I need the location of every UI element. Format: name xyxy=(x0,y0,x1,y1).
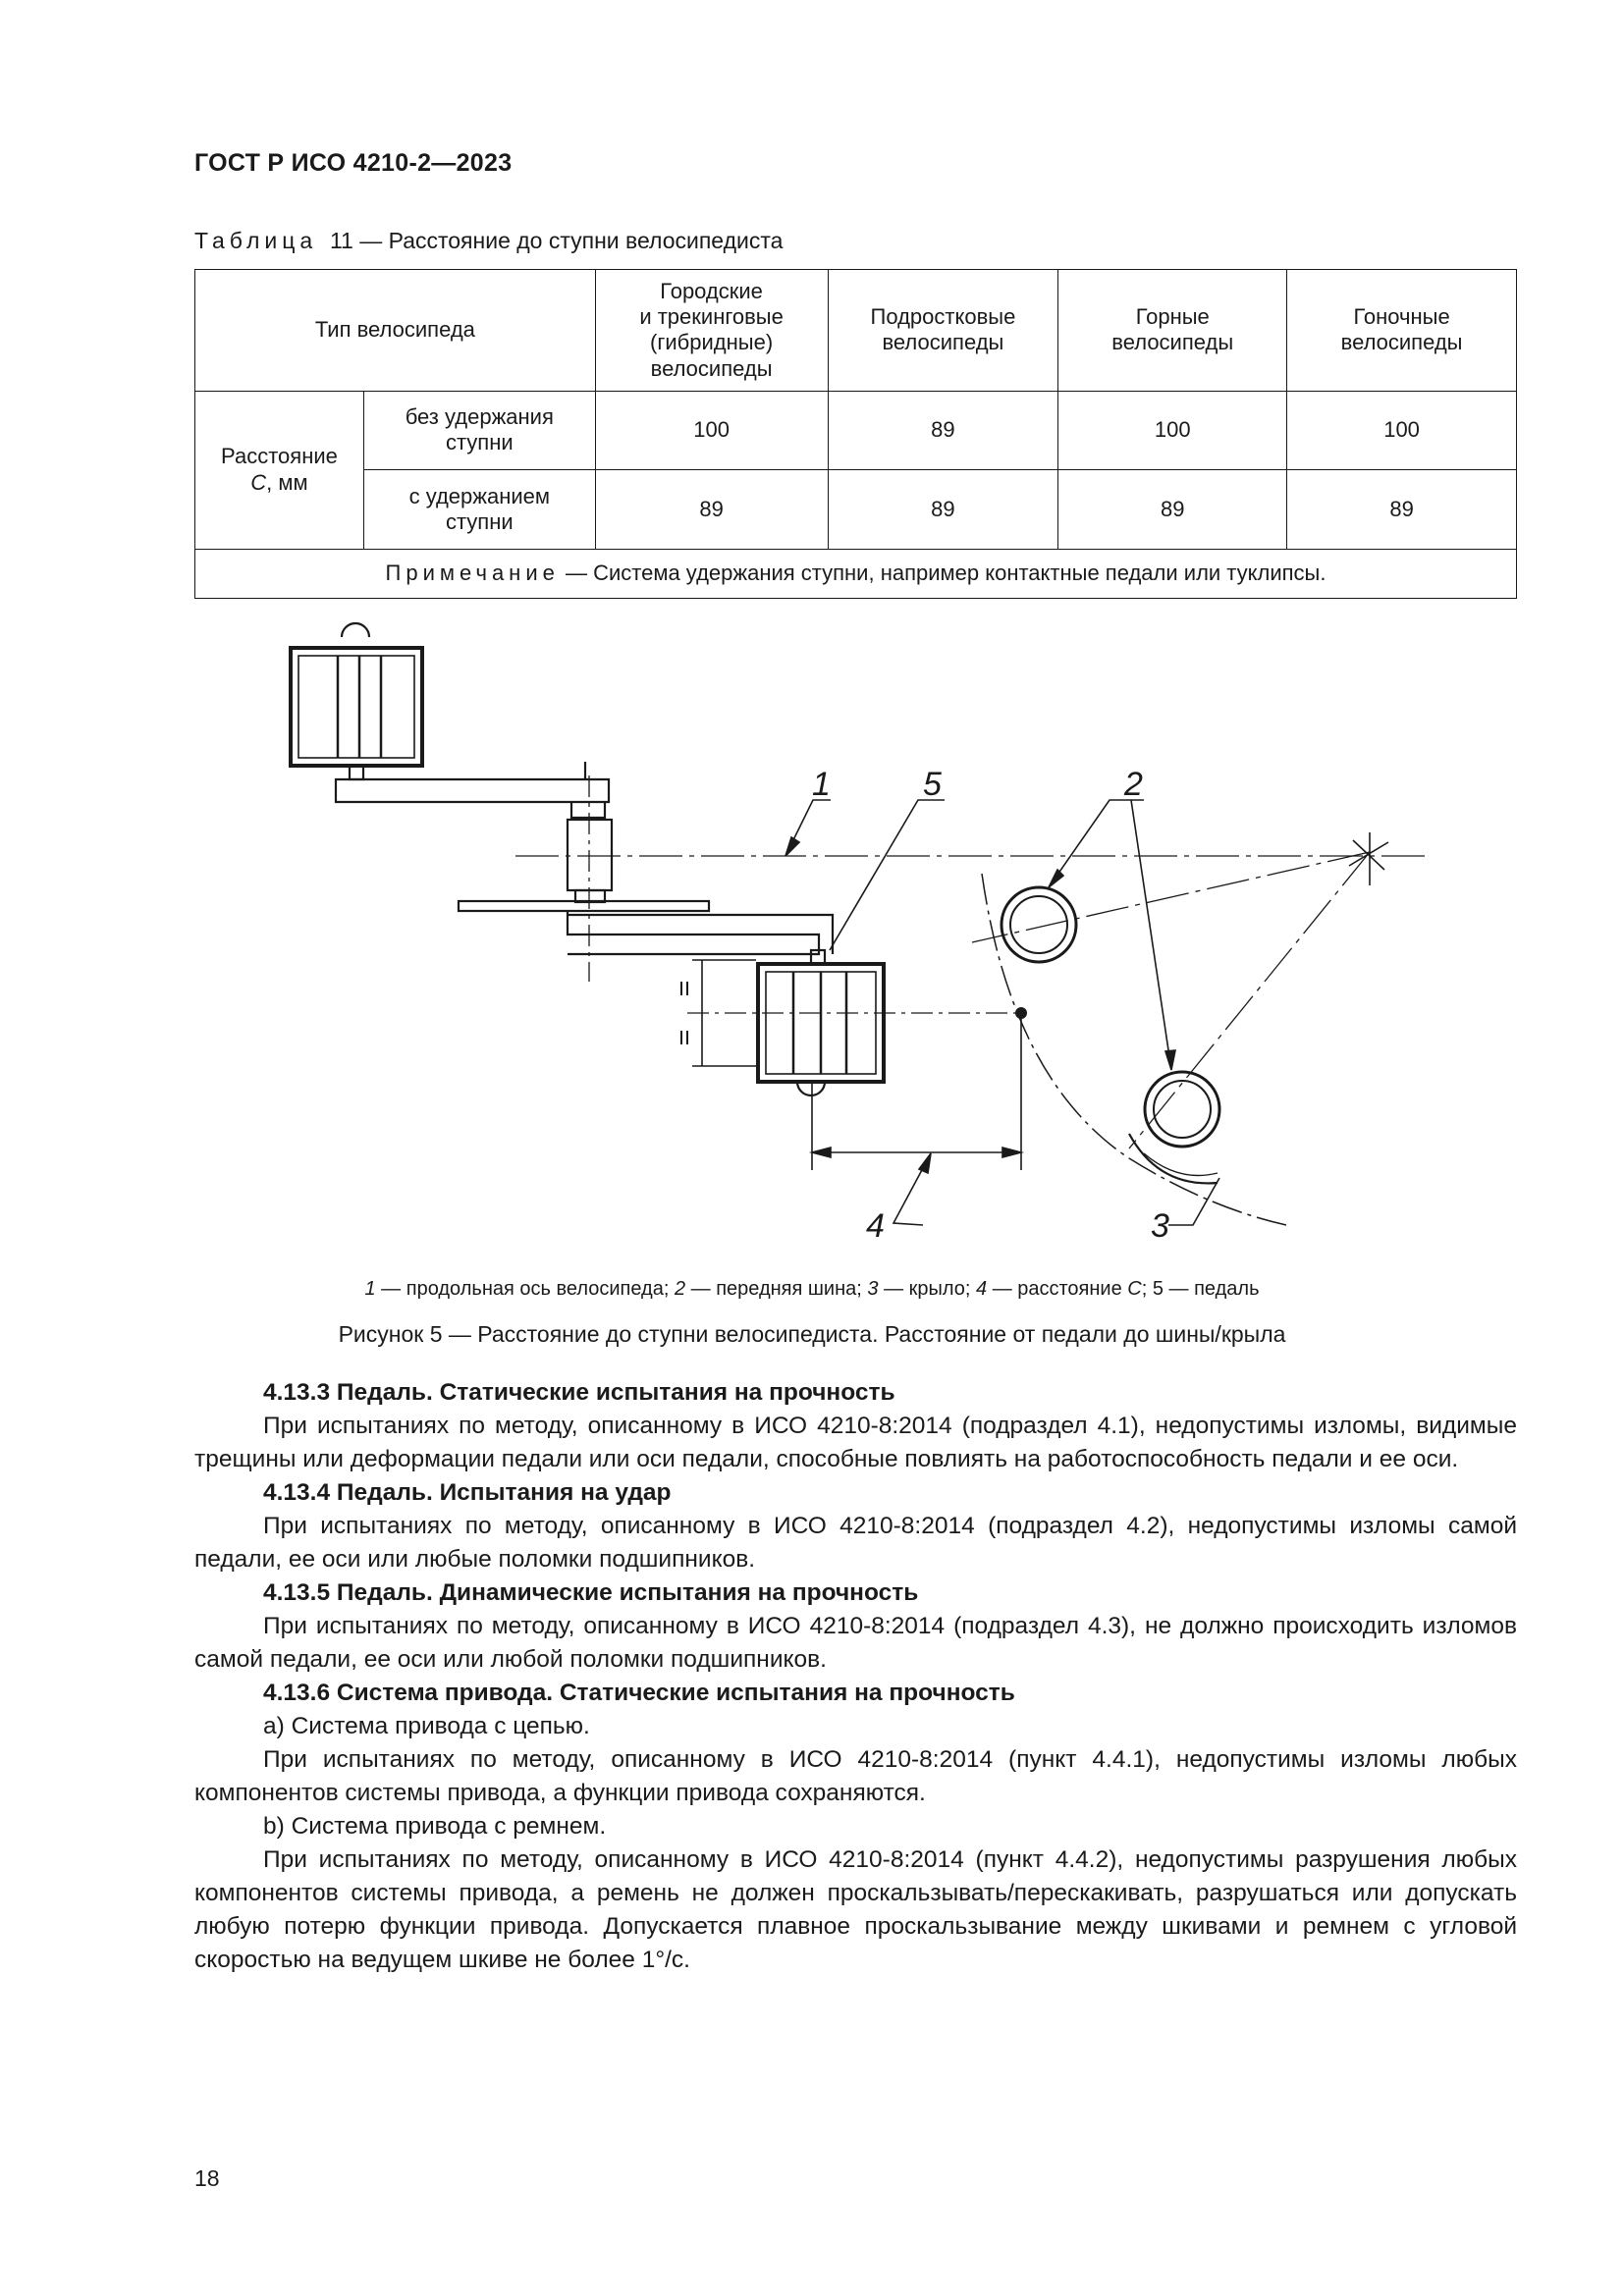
paragraph: При испытаниях по методу, описанному в И… xyxy=(194,1613,1517,1673)
callout-2: 2 xyxy=(1123,766,1143,803)
fender-arc-inner xyxy=(1143,1152,1218,1177)
paragraph: При испытаниях по методу, описанному в И… xyxy=(194,1513,1517,1573)
upper-crank-arm xyxy=(334,762,611,820)
table-cell: 89 xyxy=(827,469,1059,550)
figure-5-drawing: 1 5 2 4 3 xyxy=(0,609,1624,1247)
paragraph: При испытаниях по методу, описанному в И… xyxy=(194,1846,1517,1973)
chainring xyxy=(457,899,711,913)
measuring-point xyxy=(1015,1007,1027,1019)
figure-legend: 1 — продольная ось велосипеда; 2 — перед… xyxy=(364,1278,1260,1300)
callout-5: 5 xyxy=(923,766,942,803)
table-cell: 89 xyxy=(827,390,1059,471)
table-cell: 100 xyxy=(1286,390,1517,471)
section-heading: 4.13.4 Педаль. Испытания на удар xyxy=(263,1479,672,1506)
header-bicycle-type: Тип велосипеда xyxy=(194,269,596,392)
table-cell: 89 xyxy=(1057,469,1288,550)
leader-lines xyxy=(785,799,1220,1226)
table-cell: 100 xyxy=(594,390,829,471)
paragraph: При испытаниях по методу, описанному в И… xyxy=(194,1413,1517,1472)
wheel-arc xyxy=(981,873,1287,1226)
table-caption-text: 11 — Расстояние до ступни велосипедиста xyxy=(329,228,784,253)
construction-lines xyxy=(971,851,1371,1149)
distance-c-dimension xyxy=(808,1019,1025,1170)
lower-pedal xyxy=(756,962,886,1097)
section-heading: 4.13.3 Педаль. Статические испытания на … xyxy=(263,1379,895,1406)
upper-pedal xyxy=(289,621,424,781)
figure-caption: Рисунок 5 — Расстояние до ступни велосип… xyxy=(338,1321,1286,1347)
body-text: 4.13.3 Педаль. Статические испытания на … xyxy=(194,1376,1517,1977)
front-tyre-upper xyxy=(1000,885,1078,964)
paragraph: b) Система привода с ремнем. xyxy=(263,1813,607,1840)
fender-arc xyxy=(1128,1133,1218,1185)
table-cell: 100 xyxy=(1057,390,1288,471)
callout-1: 1 xyxy=(812,766,831,803)
table-note-row: Примечание — Система удержания ступни, н… xyxy=(194,548,1517,600)
lower-crank-arm xyxy=(566,911,835,966)
pedal-width-dimension xyxy=(680,959,756,1067)
table-cell: 89 xyxy=(594,469,829,550)
page-number: 18 xyxy=(194,2165,220,2191)
paragraph: a) Система привода с цепью. xyxy=(263,1713,590,1739)
table-cell: 89 xyxy=(1286,469,1517,550)
table-caption: Таблица 11 — Расстояние до ступни велоси… xyxy=(194,228,783,254)
origin-mark xyxy=(1348,832,1389,885)
callout-3: 3 xyxy=(1151,1207,1169,1245)
callout-4: 4 xyxy=(866,1207,885,1245)
paragraph: При испытаниях по методу, описанному в И… xyxy=(194,1746,1517,1806)
front-tyre-lower xyxy=(1143,1070,1221,1148)
section-heading: 4.13.5 Педаль. Динамические испытания на… xyxy=(263,1579,919,1606)
document-header: ГОСТ Р ИСО 4210-2—2023 xyxy=(194,149,513,177)
table-note: Примечание — Система удержания ступни, н… xyxy=(194,548,1517,600)
table-caption-label: Таблица xyxy=(194,228,318,253)
section-heading: 4.13.6 Система привода. Статические испы… xyxy=(263,1680,1015,1706)
